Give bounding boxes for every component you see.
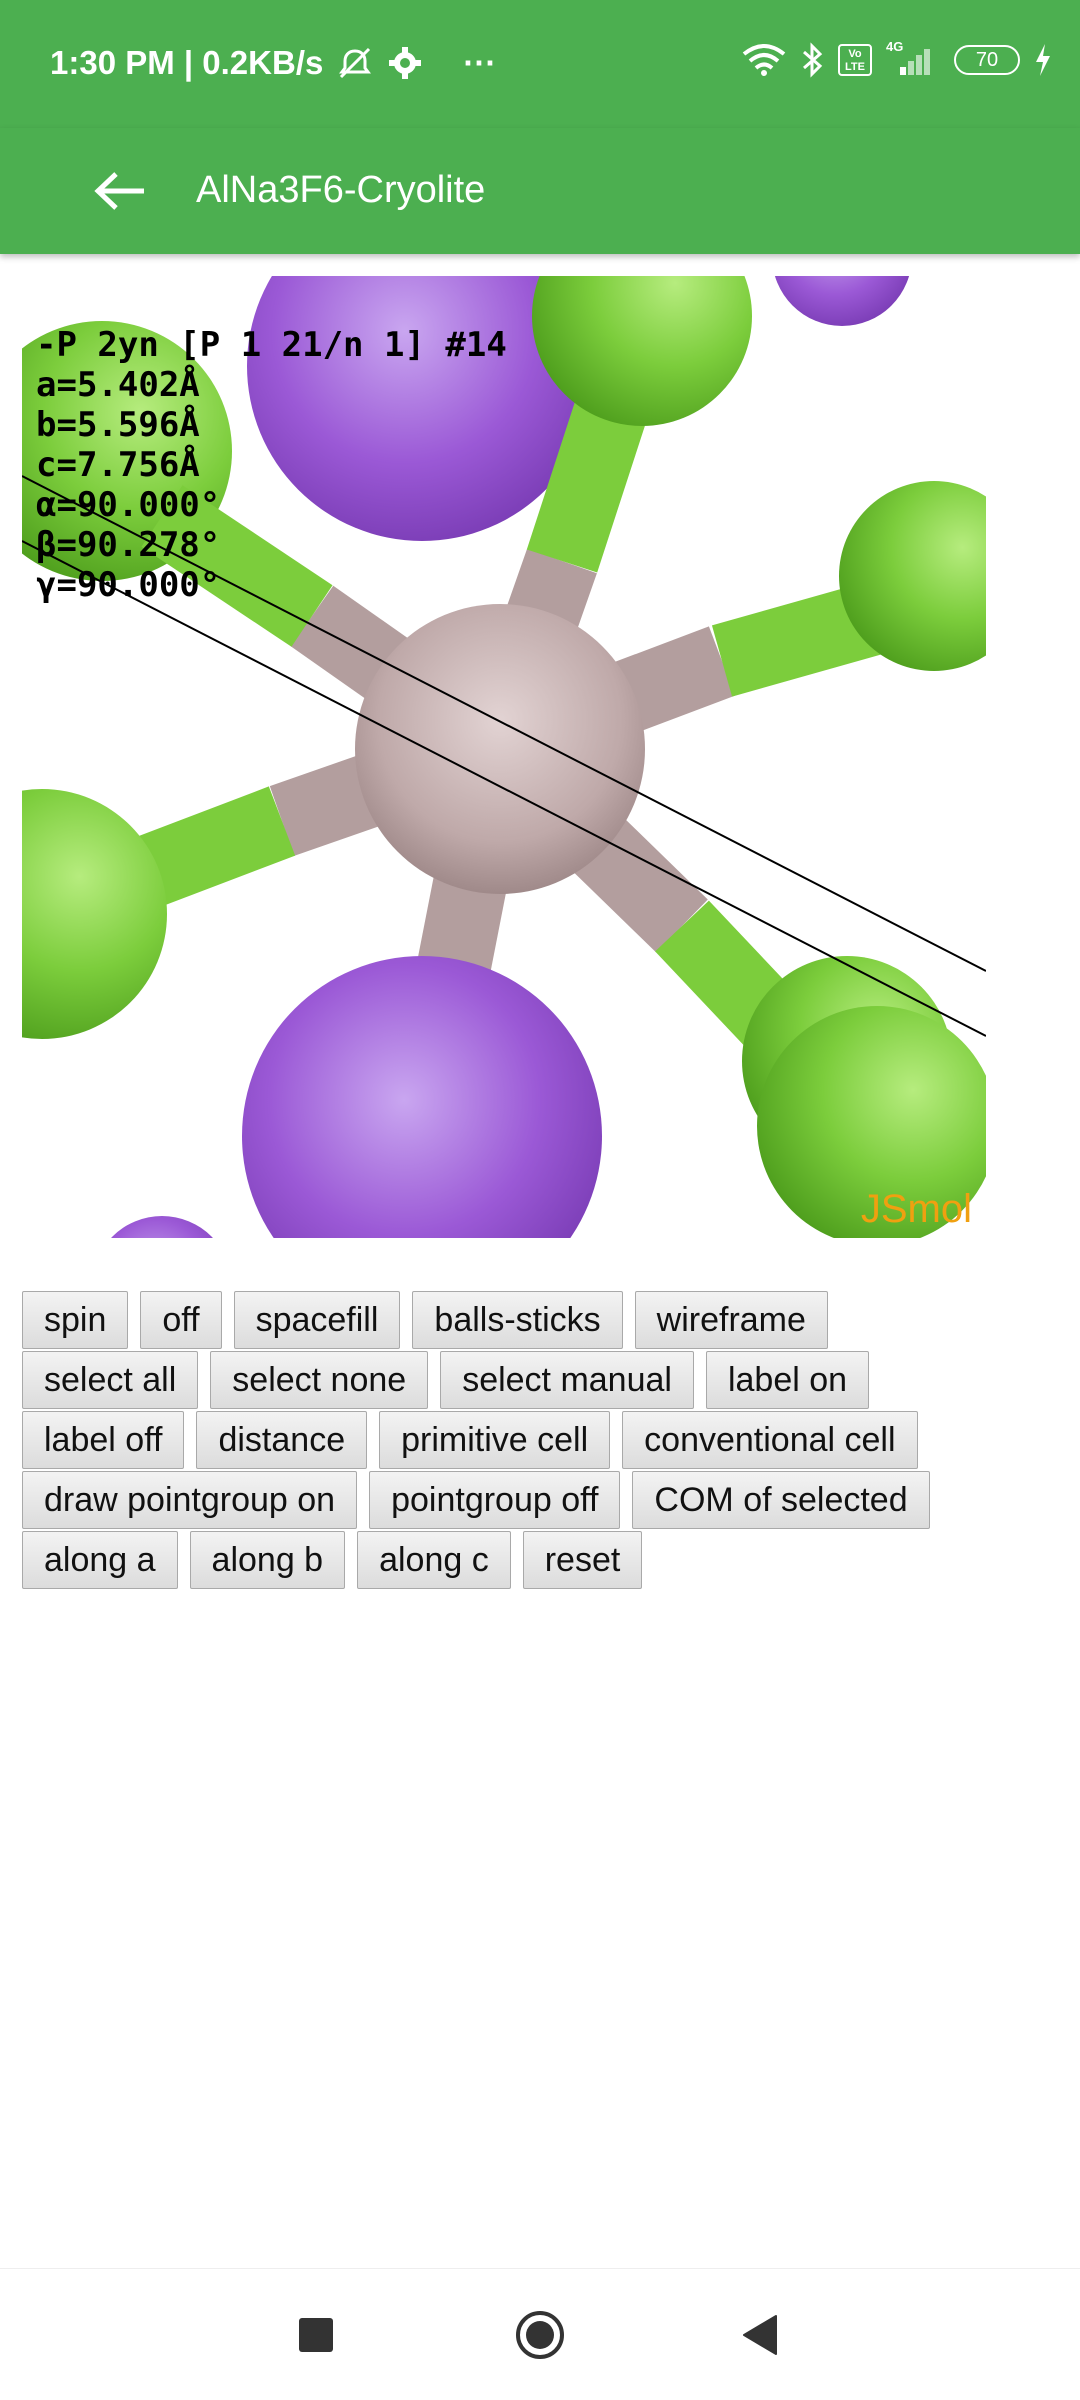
unit-cell-edge: [22, 540, 986, 1037]
select-all-button[interactable]: select all: [22, 1351, 199, 1409]
fluorine-atom[interactable]: [22, 789, 167, 1039]
com-of-selected-button[interactable]: COM of selected: [632, 1471, 930, 1529]
fluorine-atom[interactable]: [839, 481, 986, 671]
button-row: label off distance primitive cell conven…: [22, 1411, 1062, 1469]
back-button[interactable]: [84, 158, 156, 224]
molecule-viewer[interactable]: -P 2yn [P 1 21/n 1] #14 a=5.402Å b=5.596…: [22, 276, 986, 1238]
label-off-button[interactable]: label off: [22, 1411, 185, 1469]
info-line: β=90.278°: [36, 525, 220, 565]
home-circle-icon: [516, 2311, 564, 2359]
sodium-atom[interactable]: [242, 956, 602, 1238]
nav-back-button[interactable]: [724, 2299, 796, 2371]
info-line: α=90.000°: [36, 485, 220, 525]
jsmol-watermark: JSmol: [861, 1187, 972, 1231]
balls-sticks-button[interactable]: balls-sticks: [412, 1291, 623, 1349]
app-bar: AlNa3F6-Cryolite: [0, 128, 1080, 254]
signal-icon: 4G: [886, 39, 940, 77]
bluetooth-icon: [803, 42, 823, 78]
info-line: a=5.402Å: [36, 364, 200, 405]
jmol-controls: spin off spacefill balls-sticks wirefram…: [22, 1291, 1062, 1591]
aluminum-atom[interactable]: [355, 604, 645, 894]
fluorine-atom[interactable]: [757, 1006, 986, 1238]
wireframe-button[interactable]: wireframe: [634, 1291, 828, 1349]
square-icon: [299, 2318, 333, 2352]
info-line: b=5.596Å: [36, 404, 200, 445]
along-b-button[interactable]: along b: [189, 1531, 346, 1589]
info-line: c=7.756Å: [36, 444, 200, 485]
fluorine-atom[interactable]: [532, 276, 752, 426]
sodium-atom[interactable]: [247, 276, 597, 541]
button-row: along a along b along c reset: [22, 1531, 1062, 1589]
spin-button[interactable]: spin: [22, 1291, 129, 1349]
reset-button[interactable]: reset: [522, 1531, 643, 1589]
conventional-cell-button[interactable]: conventional cell: [622, 1411, 918, 1469]
distance-button[interactable]: distance: [196, 1411, 368, 1469]
spin-off-button[interactable]: off: [140, 1291, 222, 1349]
button-row: select all select none select manual lab…: [22, 1351, 1062, 1409]
back-triangle-icon: [743, 2315, 777, 2355]
volte-icon: Vo LTE: [838, 44, 872, 76]
system-nav-bar: [0, 2268, 1080, 2400]
charging-bolt-icon: [1036, 44, 1050, 76]
status-bar: 1:30 PM | 0.2KB/s ··· Vo LTE 4G: [0, 0, 1080, 128]
label-on-button[interactable]: label on: [705, 1351, 870, 1409]
pointgroup-off-button[interactable]: pointgroup off: [369, 1471, 621, 1529]
home-button[interactable]: [504, 2299, 576, 2371]
status-right: Vo LTE 4G 70: [742, 39, 1052, 78]
info-line: -P 2yn [P 1 21/n 1] #14: [36, 325, 507, 365]
status-left: 1:30 PM | 0.2KB/s ···: [50, 44, 496, 82]
recents-button[interactable]: [280, 2299, 352, 2371]
sodium-atom[interactable]: [772, 276, 912, 326]
select-none-button[interactable]: select none: [210, 1351, 429, 1409]
status-more-dots: ···: [463, 44, 497, 81]
along-c-button[interactable]: along c: [357, 1531, 511, 1589]
sodium-atom[interactable]: [92, 1216, 232, 1238]
along-a-button[interactable]: along a: [22, 1531, 178, 1589]
primitive-cell-button[interactable]: primitive cell: [379, 1411, 611, 1469]
arrow-left-icon: [94, 172, 144, 210]
wifi-icon: [742, 44, 786, 76]
status-time-speed: 1:30 PM | 0.2KB/s: [50, 44, 324, 81]
draw-pointgroup-on-button[interactable]: draw pointgroup on: [22, 1471, 358, 1529]
alarm-off-icon: [339, 47, 372, 79]
select-manual-button[interactable]: select manual: [440, 1351, 694, 1409]
info-line: γ=90.000°: [36, 565, 220, 605]
settings-gear-icon: [389, 47, 422, 79]
spacefill-button[interactable]: spacefill: [233, 1291, 401, 1349]
battery-icon: 70: [954, 45, 1020, 75]
button-row: draw pointgroup on pointgroup off COM of…: [22, 1471, 1062, 1529]
page-title: AlNa3F6-Cryolite: [196, 169, 486, 211]
button-row: spin off spacefill balls-sticks wirefram…: [22, 1291, 1062, 1349]
unit-cell-edge: [22, 475, 986, 972]
